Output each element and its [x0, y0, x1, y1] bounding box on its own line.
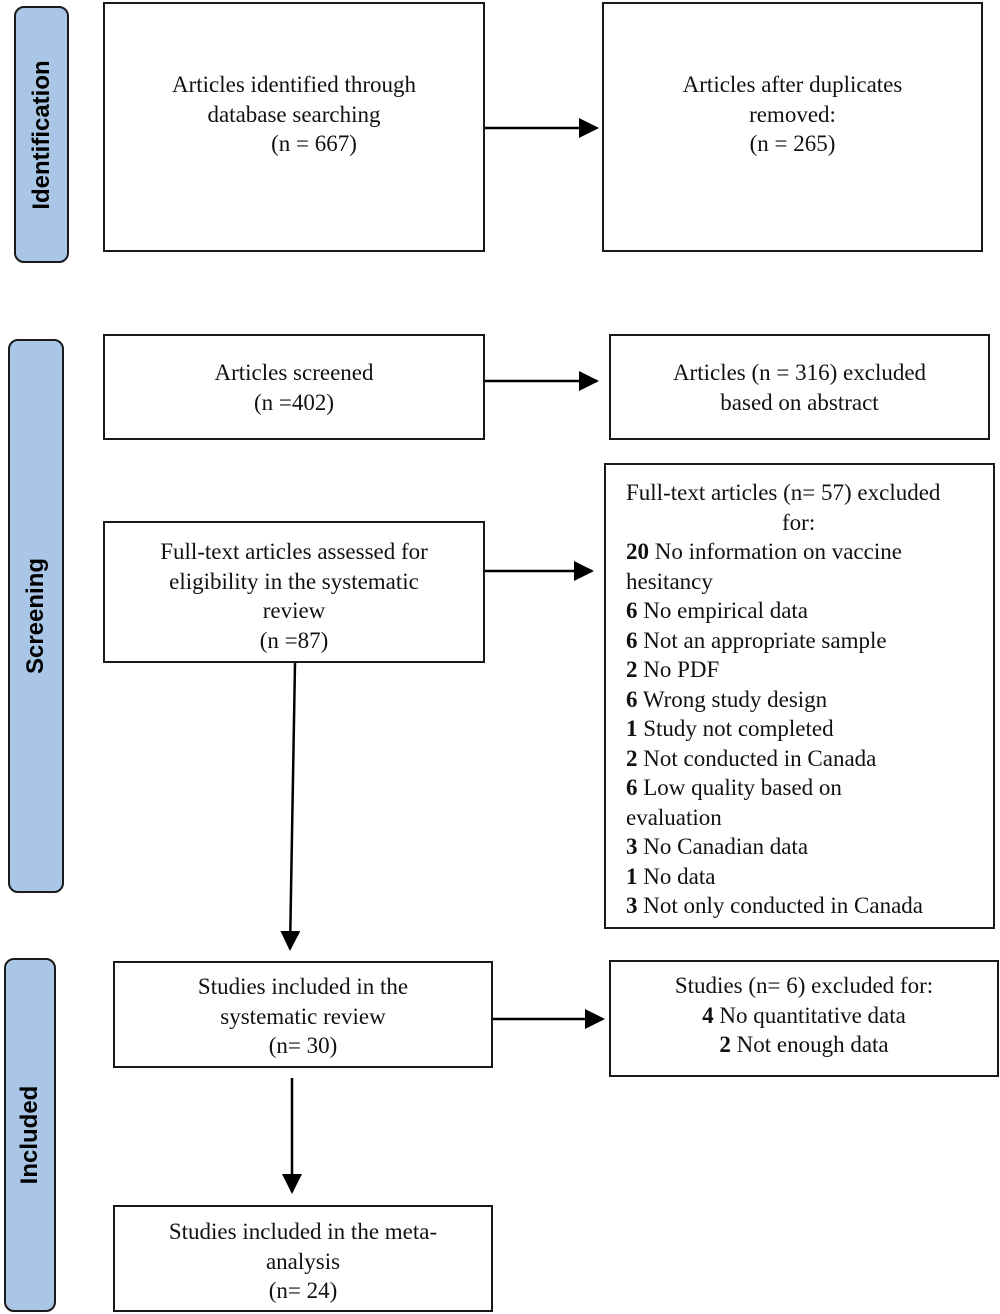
exclusion-item: 2 Not enough data — [719, 1032, 889, 1057]
excluded-abstract-line-2: based on abstract — [720, 389, 879, 415]
exclusion-item-continued: evaluation — [626, 804, 722, 830]
assessed-box: Full-text articles assessed for eligibil… — [103, 521, 485, 663]
assessed-count: (n =87) — [259, 627, 329, 653]
excluded-abstract-box: Articles (n = 316) excluded based on abs… — [609, 334, 990, 440]
excluded-fulltext-header-1: Full-text articles (n= 57) excluded — [626, 480, 941, 505]
assessed-line-2: eligibility in the systematic — [169, 568, 419, 594]
phase-identification: Identification — [14, 6, 69, 263]
duplicates-removed-box: Articles after duplicates removed: (n = … — [602, 2, 983, 252]
exclusion-item-continued: hesitancy — [626, 568, 713, 594]
included-review-line-2: systematic review — [220, 1003, 386, 1029]
included-review-box: Studies included in the systematic revie… — [113, 961, 493, 1068]
exclusion-item: 2 Not conducted in Canada — [626, 745, 877, 771]
assessed-line-3: review — [262, 598, 326, 623]
screened-box: Articles screened (n =402) — [103, 334, 485, 440]
included-review-count: (n= 30) — [268, 1033, 338, 1058]
exclusion-item: 4 No quantitative data — [702, 1002, 906, 1028]
included-meta-box: Studies included in the meta- analysis (… — [113, 1205, 493, 1312]
exclusion-item: 1 Study not completed — [626, 716, 834, 741]
excluded-abstract-line-1: Articles (n = 316) excluded — [672, 360, 927, 385]
identified-count: (n = 667) — [271, 131, 357, 156]
excluded-fulltext-header-2: for: — [782, 509, 816, 535]
duplicates-line-1: Articles after duplicates — [682, 72, 903, 97]
included-meta-line-2: analysis — [265, 1248, 341, 1274]
included-meta-count: (n= 24) — [268, 1278, 338, 1303]
phase-included: Included — [4, 958, 56, 1312]
exclusion-item: 2 No PDF — [626, 657, 720, 682]
identified-line-2: database searching — [207, 101, 381, 127]
arrow-assessed-to-included — [280, 662, 301, 951]
exclusion-item: 20 No information on vaccine — [626, 539, 902, 564]
exclusion-item: 1 No data — [626, 863, 716, 889]
included-review-line-1: Studies included in the — [197, 974, 409, 999]
identified-box: Articles identified through database sea… — [103, 2, 485, 252]
exclusion-item: 6 Not an appropriate sample — [626, 627, 887, 653]
exclusion-item: 3 Not only conducted in Canada — [626, 893, 924, 918]
excluded-fulltext-box: Full-text articles (n= 57) excluded for:… — [604, 463, 995, 929]
excluded-fulltext-list: 20 No information on vaccine hesitancy 6… — [626, 537, 993, 921]
exclusion-item: 6 Wrong study design — [626, 686, 828, 712]
duplicates-line-2: removed: — [749, 101, 836, 127]
excluded-meta-box: Studies (n= 6) excluded for: 4 No quanti… — [609, 960, 999, 1077]
exclusion-item: 6 Low quality based on — [626, 775, 842, 800]
included-meta-line-1: Studies included in the meta- — [168, 1219, 438, 1244]
phase-screening: Screening — [8, 339, 64, 893]
exclusion-item: 6 No empirical data — [626, 598, 809, 623]
identified-line-1: Articles identified through — [172, 72, 416, 97]
duplicates-count: (n = 265) — [749, 131, 836, 156]
excluded-meta-header: Studies (n= 6) excluded for: — [674, 973, 934, 998]
assessed-line-1: Full-text articles assessed for — [160, 539, 428, 564]
exclusion-item: 3 No Canadian data — [626, 834, 809, 859]
screened-count: (n =402) — [253, 389, 335, 415]
screened-line-1: Articles screened — [214, 360, 374, 385]
